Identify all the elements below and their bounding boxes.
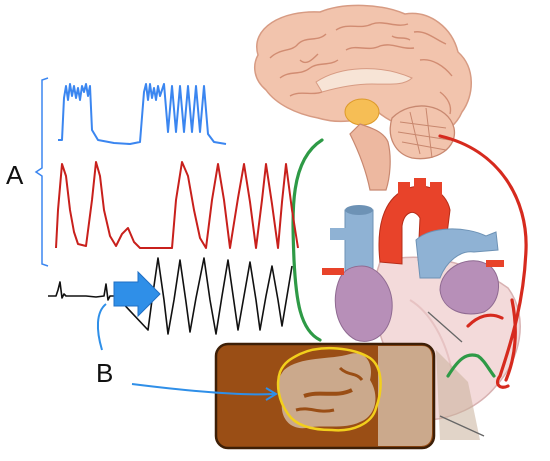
red-nerve-branch [466, 313, 504, 328]
label-a: A [6, 160, 24, 190]
pointer-arrowhead [265, 387, 278, 401]
bracket-a [34, 77, 49, 267]
arrow-icon [113, 270, 161, 318]
pointer-to-scar [131, 383, 275, 396]
brain-illustration [253, 4, 472, 191]
action-potential-trace [55, 161, 299, 249]
scar-outline [276, 347, 382, 432]
tissue-section [214, 342, 436, 450]
label-b: B [96, 358, 114, 388]
pointer-to-ecg [96, 303, 107, 351]
red-nerve [438, 134, 528, 389]
ecg-trace [48, 257, 293, 335]
pointer-lines [96, 303, 278, 401]
red-nerve-branch-2 [504, 298, 517, 382]
green-nerve [291, 138, 324, 342]
calcium-trace [58, 83, 227, 145]
nerve-pathways [291, 134, 528, 389]
green-nerve-branch [446, 353, 496, 378]
